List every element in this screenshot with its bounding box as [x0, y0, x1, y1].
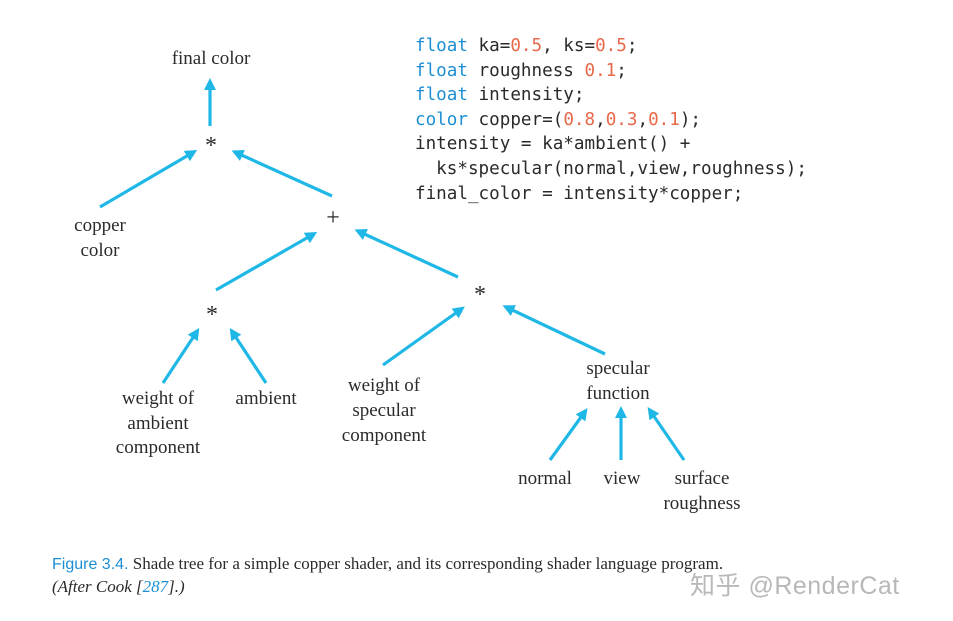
weight-ambient-node-line1: weight of [122, 388, 195, 409]
code-keyword: float [415, 36, 468, 56]
plus-node: + [326, 205, 340, 231]
code-number: 0.8 [563, 109, 596, 130]
caption-attribution-post: ].) [168, 577, 185, 596]
right-multiply-node: * [474, 282, 486, 308]
edge-specular-to-right-mult [502, 305, 606, 356]
left-multiply-node: * [206, 302, 218, 328]
code-keyword: float [415, 85, 468, 106]
copper-color-node-line2: color [80, 240, 120, 261]
edge-copper-to-root-mult [99, 149, 198, 209]
code-text: , ks= [542, 36, 596, 56]
surface-roughness-node-line1: surface [675, 468, 730, 489]
code-number: 0.1 [584, 60, 617, 81]
code-number: 0.5 [595, 36, 627, 56]
weight-ambient-node-line3: component [116, 437, 201, 458]
code-line-6: ks*specular(normal,view,roughness); [415, 158, 807, 179]
code-line-2: float roughness 0.1; [415, 59, 807, 84]
code-text: roughness [467, 60, 585, 81]
shade-tree-diagram: final color * copper color + * * weight … [74, 48, 740, 514]
ambient-node: ambient [235, 388, 297, 409]
weight-specular-node-line2: specular [352, 400, 416, 421]
caption-attribution-pre: (After Cook [ [52, 577, 143, 596]
specular-function-node-line1: specular [586, 358, 650, 379]
code-number: 0.5 [510, 36, 543, 56]
weight-ambient-node-line2: ambient [127, 413, 189, 434]
caption-line-2: (After Cook [287].) [52, 576, 912, 598]
code-text: ); [679, 109, 702, 130]
code-number: 0.1 [648, 109, 680, 130]
code-text: ka= [467, 36, 511, 56]
code-text: ; [616, 60, 627, 81]
edge-normal-to-specular [548, 408, 588, 461]
edge-surface-to-specular [647, 407, 686, 461]
edge-plus-to-root-mult [231, 150, 333, 198]
edge-right-mult-to-plus [354, 229, 459, 279]
edge-ambient-to-left-mult [229, 327, 268, 384]
root-multiply-node: * [205, 133, 217, 159]
code-text: , [637, 109, 649, 130]
shader-code-block: float ka=0.5, ks=0.5;float roughness 0.1… [415, 34, 807, 206]
caption-text: Shade tree for a simple copper shader, a… [128, 554, 724, 573]
edge-weight-specular-to-right-mult [382, 306, 465, 367]
code-text: , [595, 109, 606, 130]
edge-weight-ambient-to-left-mult [161, 327, 200, 384]
code-text: ; [626, 36, 638, 56]
code-text: copper=( [467, 109, 564, 130]
edge-left-mult-to-plus [215, 232, 318, 292]
code-text: intensity; [467, 85, 585, 106]
weight-specular-node-line1: weight of [348, 375, 421, 396]
normal-node: normal [518, 468, 572, 489]
view-node: view [604, 468, 641, 489]
code-keyword: float [415, 60, 468, 81]
caption-line-1: Figure 3.4. Shade tree for a simple copp… [52, 553, 912, 576]
specular-function-node-line2: function [586, 383, 650, 404]
final-color-node: final color [172, 48, 251, 69]
watermark: 知乎 @RenderCat [690, 572, 900, 600]
figure-caption: Figure 3.4. Shade tree for a simple copp… [52, 553, 912, 598]
figure-label: Figure 3.4. [52, 556, 129, 573]
code-line-3: float intensity; [415, 83, 807, 108]
weight-specular-node-line3: component [342, 425, 427, 446]
copper-color-node-line1: copper [74, 215, 126, 236]
surface-roughness-node-line2: roughness [663, 493, 740, 514]
code-line-1: float ka=0.5, ks=0.5; [415, 34, 807, 59]
code-line-4: color copper=(0.8,0.3,0.1); [415, 108, 807, 133]
citation-link[interactable]: 287 [142, 577, 169, 596]
code-number: 0.3 [605, 109, 638, 130]
code-line-7: final_color = intensity*copper; [415, 183, 744, 204]
code-line-5: intensity = ka*ambient() + [415, 134, 691, 155]
code-keyword: color [415, 109, 468, 130]
